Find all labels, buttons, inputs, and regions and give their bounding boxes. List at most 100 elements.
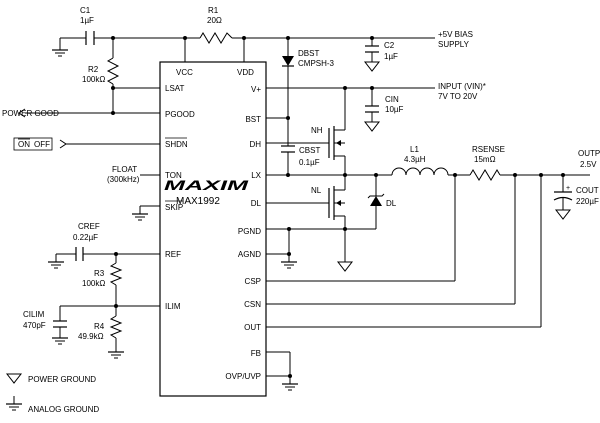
resistor-r1: [199, 32, 233, 44]
dbst-name: DBST: [298, 49, 319, 58]
l1-name: L1: [410, 145, 419, 154]
c1-name: C1: [80, 6, 91, 15]
pin-csn: CSN: [244, 300, 261, 309]
pin-vplus: V+: [251, 85, 261, 94]
r1-name: R1: [208, 6, 219, 15]
bias-label-line1: +5V BIAS: [438, 30, 473, 39]
cout-value: 220µF: [576, 197, 599, 206]
legend-analog-ground: ANALOG GROUND: [28, 405, 99, 414]
pin-lsat: LSAT: [165, 84, 185, 93]
r4-ground-icon: [107, 351, 125, 359]
cin-value: 10µF: [385, 105, 404, 114]
c1-ground-icon: [51, 49, 69, 57]
on-off-box: [13, 137, 53, 151]
output-label-line2: 2.5V: [580, 160, 597, 169]
c2-name: C2: [384, 41, 395, 50]
pin-csp: CSP: [245, 277, 261, 286]
cref-name: CREF: [78, 222, 100, 231]
pin-ovpuvp: OVP/UVP: [225, 372, 261, 381]
r2-value: 100kΩ: [82, 75, 105, 84]
pin-ton: TON: [165, 171, 182, 180]
input-label-line2: 7V TO 20V: [438, 92, 478, 101]
cout-name: COUT: [576, 186, 599, 195]
r2-name: R2: [88, 65, 99, 74]
c2-ground-icon: [364, 61, 380, 72]
capacitor-cref: [75, 247, 84, 261]
legend-power-ground: POWER GROUND: [28, 375, 96, 384]
on-label: ON: [18, 140, 30, 149]
cref-value: 0.22µF: [73, 233, 98, 242]
cin-name: CIN: [385, 95, 399, 104]
bias-rail: [60, 36, 435, 62]
nl-name: NL: [311, 186, 322, 195]
resistor-rsense: [469, 169, 501, 181]
float-label-line2: (300kHz): [107, 175, 140, 184]
pin-lx: LX: [251, 171, 261, 180]
pin-ilim: ILIM: [165, 302, 181, 311]
pin-shdn: SHDN: [165, 140, 188, 149]
pin-out: OUT: [244, 323, 261, 332]
cref-ground-icon: [47, 261, 65, 269]
skip-ground-icon: [131, 213, 149, 221]
ic-part-number: MAX1992: [176, 196, 220, 207]
l1-value: 4.3µH: [404, 155, 426, 164]
pin-vdd: VDD: [237, 68, 254, 77]
capacitor-cin: [365, 88, 379, 122]
capacitor-cilim: [53, 306, 67, 338]
cin-ground-icon: [364, 121, 380, 132]
pin-pgood: PGOOD: [165, 110, 195, 119]
nh-name: NH: [311, 126, 323, 135]
cbst-name: CBST: [299, 146, 320, 155]
rsense-value: 15mΩ: [474, 155, 496, 164]
r3-name: R3: [94, 269, 105, 278]
inductor-l1: [391, 167, 449, 176]
cout-plus-sign: +: [566, 185, 570, 192]
pin-ref: REF: [165, 250, 181, 259]
dl-diode-name: DL: [386, 199, 397, 208]
ic-logo: MAXIM: [164, 177, 249, 193]
capacitor-cbst: [281, 145, 295, 175]
r4-value: 49.9kΩ: [78, 332, 104, 341]
pin-dh: DH: [249, 140, 261, 149]
cilim-name: CILIM: [23, 310, 45, 319]
power-good-label: POWER GOOD: [2, 109, 59, 118]
mosfet-nl: [328, 175, 346, 262]
dbst-part: CMPSH-3: [298, 59, 335, 68]
capacitor-c1: [85, 31, 95, 45]
pin-dl: DL: [251, 199, 262, 208]
input-label-line1: INPUT (VIN)*: [438, 82, 486, 91]
rsense-name: RSENSE: [472, 145, 505, 154]
fb-ground-icon: [281, 383, 299, 391]
resistor-r4: [109, 306, 123, 352]
pin-bst: BST: [245, 115, 261, 124]
power-good-arrow-icon: [18, 108, 26, 118]
float-label-line1: FLOAT: [112, 165, 137, 174]
pin-skip: SKIP: [165, 203, 183, 212]
r4-name: R4: [94, 322, 105, 331]
r1-value: 20Ω: [207, 16, 222, 25]
bias-label-line2: SUPPLY: [438, 40, 470, 49]
cilim-ground-icon: [51, 337, 69, 345]
power-ground-icon: [6, 373, 22, 384]
output-label-line1: OUTPUT: [578, 149, 600, 158]
analog-ground-icon: [5, 403, 23, 411]
mosfet-nh: [328, 88, 346, 175]
pin-agnd: AGND: [238, 250, 261, 259]
cbst-value: 0.1µF: [299, 158, 320, 167]
diode-dl: [367, 175, 385, 229]
r3-value: 100kΩ: [82, 279, 105, 288]
c1-value: 1µF: [80, 16, 94, 25]
cilim-value: 470pF: [23, 321, 46, 330]
cout-ground-icon: [555, 209, 571, 220]
agnd-ground-icon: [280, 261, 298, 269]
off-label: OFF: [34, 140, 50, 149]
resistor-r2: [106, 38, 120, 113]
c2-value: 1µF: [384, 52, 398, 61]
capacitor-cout: +: [553, 175, 573, 210]
resistor-r3: [109, 254, 123, 306]
pin-vcc: VCC: [176, 68, 193, 77]
diode-dbst: [282, 38, 294, 146]
capacitor-c2: [365, 38, 379, 62]
nl-ground-icon: [337, 261, 353, 272]
pin-fb: FB: [251, 349, 261, 358]
